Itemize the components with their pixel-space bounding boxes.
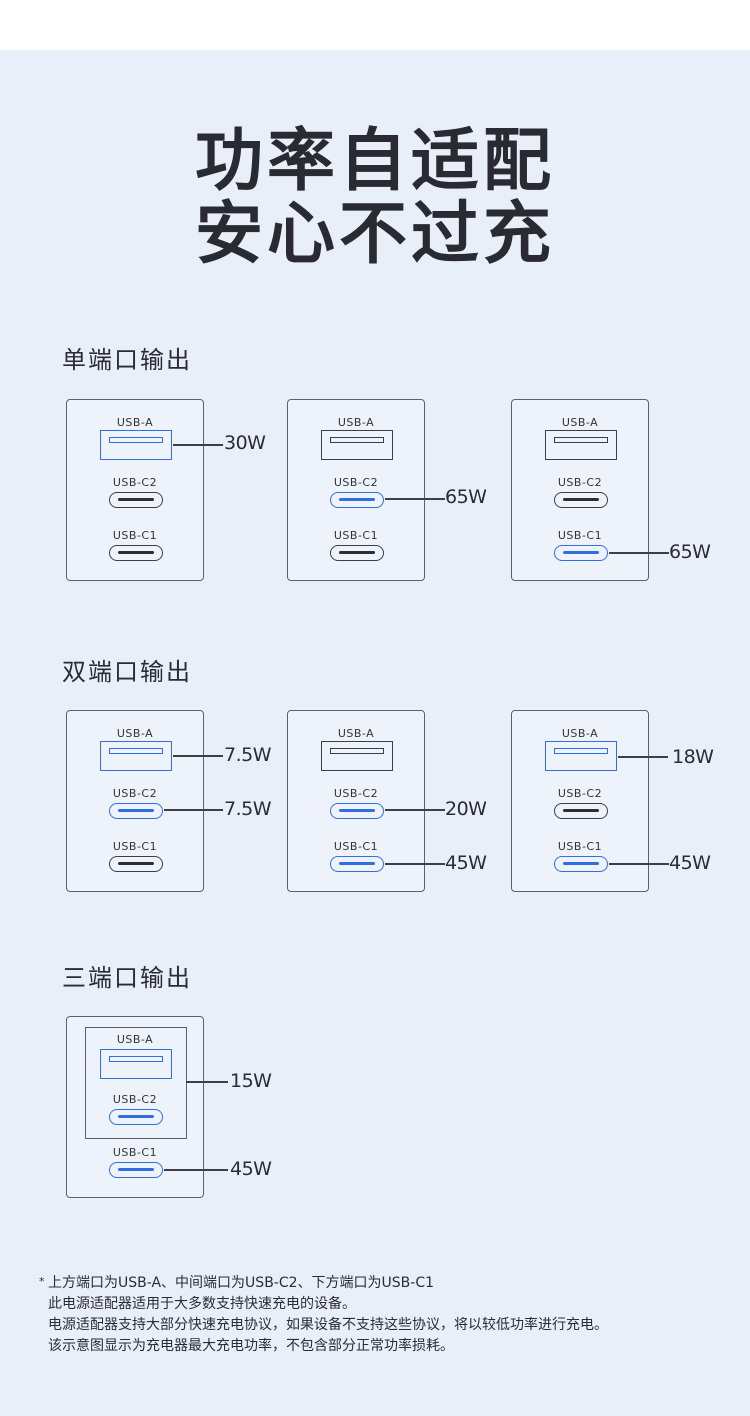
usbc2-port-icon [554,803,608,819]
usbc1-port-icon [554,856,608,872]
charger-diagram-triple: USB-A USB-C2 USB-C1 [66,1016,204,1198]
leader-line [186,1081,228,1083]
footnote-line-1: 上方端口为USB-A、中间端口为USB-C2、下方端口为USB-C1 [48,1275,435,1291]
charger-diagram-dual-usbc2-usbc1: USB-A USB-C2 USB-C1 [287,710,425,892]
wattage-usbc1: 45W [230,1158,272,1180]
port-label-usbc2: USB-C2 [333,787,379,800]
port-label-usbc1: USB-C1 [557,529,603,542]
wattage-usba: 18W [672,746,714,768]
port-label-usba: USB-A [116,1033,154,1046]
wattage-usba: 7.5W [224,744,272,766]
wattage-usbc2: 65W [445,486,487,508]
footnote-line-3: 电源适配器支持大部分快速充电协议，如果设备不支持这些协议，将以较低功率进行充电。 [48,1317,608,1333]
footnote-star: * [39,1275,45,1288]
leader-line [385,809,445,811]
leader-line [173,755,223,757]
charger-diagram-single-usbc2: USB-A USB-C2 USB-C1 [287,399,425,581]
leader-line [385,863,445,865]
usba-port-icon [545,741,617,771]
usbc1-port-icon [109,856,163,872]
charger-diagram-single-usba: USB-A USB-C2 USB-C1 [66,399,204,581]
port-label-usba: USB-A [561,727,599,740]
charger-diagram-single-usbc1: USB-A USB-C2 USB-C1 [511,399,649,581]
section-title-dual: 双端口输出 [62,658,192,686]
usbc1-port-icon [109,545,163,561]
usba-port-icon [100,430,172,460]
port-label-usbc1: USB-C1 [333,840,379,853]
port-label-usbc1: USB-C1 [112,840,158,853]
usba-port-icon [100,741,172,771]
port-label-usbc2: USB-C2 [557,476,603,489]
leader-line [609,552,669,554]
top-white-bar [0,0,750,50]
usbc2-port-icon [554,492,608,508]
port-label-usba: USB-A [116,727,154,740]
usbc1-port-icon [330,856,384,872]
wattage-usba-usbc2: 15W [230,1070,272,1092]
leader-line [164,809,223,811]
leader-line [385,498,445,500]
usba-port-icon [545,430,617,460]
usba-port-icon [100,1049,172,1079]
port-label-usbc1: USB-C1 [333,529,379,542]
headline-line-2: 安心不过充 [194,195,555,274]
leader-line [173,444,223,446]
charger-diagram-dual-usba-usbc1: USB-A USB-C2 USB-C1 [511,710,649,892]
charger-diagram-dual-usba-usbc2: USB-A USB-C2 USB-C1 [66,710,204,892]
footnote-line-2: 此电源适配器适用于大多数支持快速充电的设备。 [48,1296,356,1312]
port-label-usba: USB-A [561,416,599,429]
wattage-usba: 30W [224,432,266,454]
section-title-triple: 三端口输出 [62,964,192,992]
usbc1-port-icon [109,1162,163,1178]
wattage-usbc1: 45W [445,852,487,874]
usbc1-port-icon [554,545,608,561]
wattage-usbc2: 7.5W [224,798,272,820]
section-title-single: 单端口输出 [62,346,192,374]
usbc2-port-icon [109,803,163,819]
usbc1-port-icon [330,545,384,561]
footnote-line-4: 该示意图显示为充电器最大充电功率，不包含部分正常功率损耗。 [48,1338,454,1354]
leader-line [618,756,668,758]
port-label-usbc1: USB-C1 [112,529,158,542]
port-label-usbc2: USB-C2 [333,476,379,489]
usbc2-port-icon [330,803,384,819]
port-label-usbc2: USB-C2 [112,476,158,489]
wattage-usbc2: 20W [445,798,487,820]
usbc2-port-icon [109,1109,163,1125]
headline-line-1: 功率自适配 [194,122,555,201]
port-label-usba: USB-A [337,727,375,740]
usba-port-icon [321,741,393,771]
usba-port-icon [321,430,393,460]
wattage-usbc1: 65W [669,541,711,563]
port-label-usbc2: USB-C2 [112,1093,158,1106]
port-label-usbc1: USB-C1 [112,1146,158,1159]
port-label-usba: USB-A [116,416,154,429]
footnote: * 上方端口为USB-A、中间端口为USB-C2、下方端口为USB-C1 此电源… [39,1273,608,1357]
wattage-usbc1: 45W [669,852,711,874]
leader-line [164,1169,228,1171]
port-label-usba: USB-A [337,416,375,429]
usbc2-port-icon [330,492,384,508]
port-label-usbc2: USB-C2 [112,787,158,800]
port-label-usbc2: USB-C2 [557,787,603,800]
leader-line [609,863,669,865]
port-label-usbc1: USB-C1 [557,840,603,853]
usbc2-port-icon [109,492,163,508]
usba-usbc2-group-outline [85,1027,187,1139]
